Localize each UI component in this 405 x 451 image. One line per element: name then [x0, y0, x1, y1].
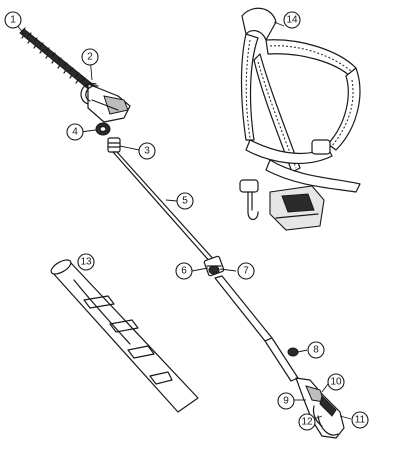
callout-3: 3	[138, 142, 156, 160]
callout-12-label: 12	[301, 417, 313, 428]
callout-11: 11	[351, 411, 369, 429]
callout-13: 13	[77, 253, 95, 271]
callout-7: 7	[237, 262, 255, 280]
callout-5-label: 5	[182, 196, 188, 207]
callout-8-label: 8	[313, 345, 319, 356]
lower-shaft	[214, 275, 299, 382]
callout-10: 10	[327, 373, 345, 391]
harness-hook	[247, 191, 259, 221]
callout-2: 2	[81, 48, 99, 66]
head-coupling	[107, 137, 121, 153]
upper-shaft	[112, 151, 217, 265]
callout-13-label: 13	[80, 257, 92, 268]
callout-14: 14	[283, 11, 301, 29]
callout-8: 8	[307, 341, 325, 359]
spare-tube	[50, 259, 199, 413]
callout-2-label: 2	[87, 52, 93, 63]
callout-9: 9	[277, 392, 295, 410]
callout-9-label: 9	[283, 396, 289, 407]
front-handle-guard	[80, 82, 99, 105]
callout-5: 5	[176, 192, 194, 210]
harness-buckle	[239, 139, 331, 193]
angle-adjust-knob	[95, 122, 111, 136]
callout-1: 1	[4, 11, 22, 29]
callout-14-label: 14	[286, 15, 298, 26]
motor-handle	[295, 377, 345, 439]
shaft-clip	[287, 347, 299, 357]
harness-strap	[240, 7, 361, 193]
callout-10-label: 10	[330, 377, 342, 388]
callout-6: 6	[175, 262, 193, 280]
hip-pad	[269, 185, 325, 231]
callout-1-label: 1	[10, 15, 16, 26]
callout-4: 4	[66, 123, 84, 141]
trimmer-blade	[19, 27, 97, 93]
callout-7-label: 7	[243, 266, 249, 277]
callout-4-label: 4	[72, 127, 78, 138]
callout-11-label: 11	[355, 415, 366, 426]
callout-12: 12	[298, 413, 316, 431]
trimmer-gearbox	[87, 83, 131, 123]
callout-3-label: 3	[144, 146, 150, 157]
callout-6-label: 6	[181, 266, 187, 277]
